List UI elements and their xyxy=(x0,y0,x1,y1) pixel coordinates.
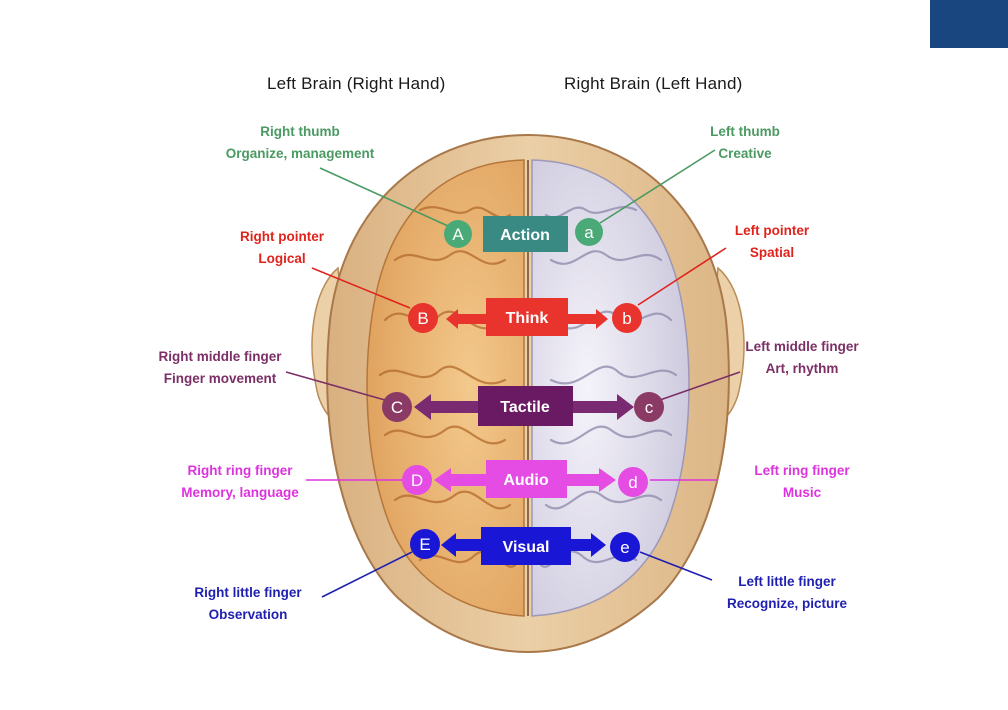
leader-a-left xyxy=(319,167,449,227)
circle-c xyxy=(634,392,664,422)
action-label: Action xyxy=(500,227,550,244)
circle-D xyxy=(402,465,432,495)
leader-e-left xyxy=(321,551,413,598)
letter-b: b xyxy=(622,309,631,328)
tactile-label: Tactile xyxy=(500,399,550,416)
row-tactile: C c Tactile xyxy=(382,386,664,426)
circle-E xyxy=(410,529,440,559)
letter-d: d xyxy=(628,473,637,492)
audio-label: Audio xyxy=(503,472,549,489)
left-gyri xyxy=(378,206,517,568)
row-audio: D d Audio xyxy=(402,460,648,498)
leader-a-right xyxy=(599,149,716,224)
audio-arrow-left xyxy=(434,468,486,492)
letter-e: e xyxy=(620,538,629,557)
row-action: A a Action xyxy=(444,216,603,252)
visual-label: Visual xyxy=(503,539,550,556)
right-brain-header: Right Brain (Left Hand) xyxy=(564,74,743,93)
think-label: Think xyxy=(506,310,549,327)
leader-c-right xyxy=(659,371,741,401)
circle-a xyxy=(575,218,603,246)
leader-c-left xyxy=(285,371,386,401)
audio-box xyxy=(486,460,567,498)
leader-b-left xyxy=(311,267,411,309)
circle-b xyxy=(612,303,642,333)
think-arrow-right xyxy=(568,309,608,329)
tactile-arrow-right xyxy=(573,394,634,420)
letter-E: E xyxy=(419,535,430,554)
tactile-arrow-left xyxy=(414,394,478,420)
corner-accent-block xyxy=(930,0,1008,48)
circle-B xyxy=(408,303,438,333)
visual-box xyxy=(481,527,571,565)
circle-d xyxy=(618,467,648,497)
audio-arrow-right xyxy=(567,468,616,492)
think-box xyxy=(486,298,568,336)
leader-e-right xyxy=(639,551,713,581)
circle-e xyxy=(610,532,640,562)
visual-arrow-right xyxy=(571,533,606,557)
row-think: B b Think xyxy=(408,298,642,336)
circle-A xyxy=(444,220,472,248)
letter-C: C xyxy=(391,398,403,417)
letter-B: B xyxy=(417,309,428,328)
row-visual: E e Visual xyxy=(410,527,640,565)
leader-b-right xyxy=(637,247,727,306)
think-arrow-left xyxy=(446,309,486,329)
letter-c: c xyxy=(645,398,654,417)
letter-D: D xyxy=(411,471,423,490)
visual-arrow-left xyxy=(441,533,481,557)
left-brain-header: Left Brain (Right Hand) xyxy=(267,74,446,93)
letter-A: A xyxy=(452,225,464,244)
tactile-box xyxy=(478,386,573,426)
letter-a: a xyxy=(584,223,594,242)
action-box xyxy=(483,216,568,252)
circle-C xyxy=(382,392,412,422)
